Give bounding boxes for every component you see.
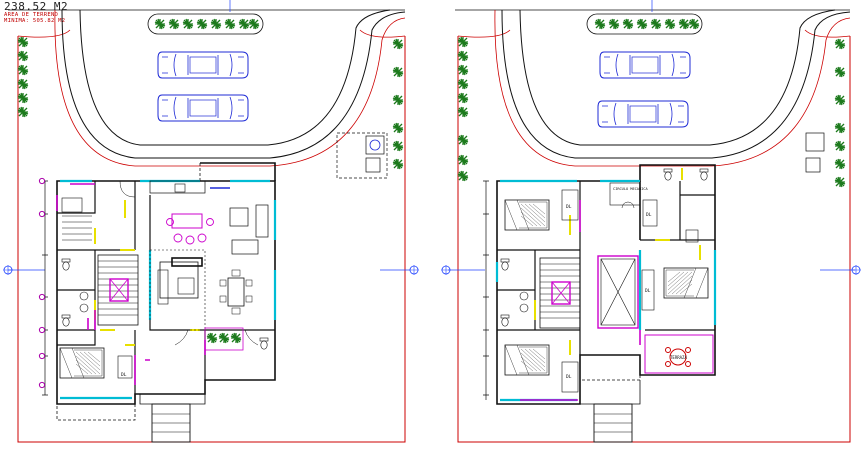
terrace-label: TERRAZA [670,355,687,360]
closet-label-bed3: DL [566,374,572,380]
toilet-icon [61,314,71,327]
closet-label-bed1: DL [566,204,572,210]
closet-label-bed2: DL [645,288,651,294]
toilet-icon [699,168,709,181]
bed-icon [504,344,550,376]
car-icon [157,94,249,122]
toilet-icon [500,258,510,271]
bed-icon [504,199,550,231]
min-area-label: MINIMA: 505.82 M2 [4,18,66,24]
car-icon [157,51,249,79]
car-icon [599,51,691,79]
toilet-icon [500,314,510,327]
ground-floor-plan: DL [2,0,420,443]
storage-label: CIRCULO MECANICA [613,187,648,191]
room-label-closet: DL [121,372,127,378]
bed-icon [59,347,105,379]
car-icon [597,100,689,128]
bed-icon [663,267,709,299]
upper-floor-plan: DL DL DL DL CIRCULO MECANICA [440,0,861,443]
closet-label-right: DL [646,212,652,218]
toilet-icon [663,168,673,181]
toilet-icon [259,337,269,350]
lot-area-label: AREA DE TERRENO [4,12,59,18]
toilet-icon [61,258,71,271]
